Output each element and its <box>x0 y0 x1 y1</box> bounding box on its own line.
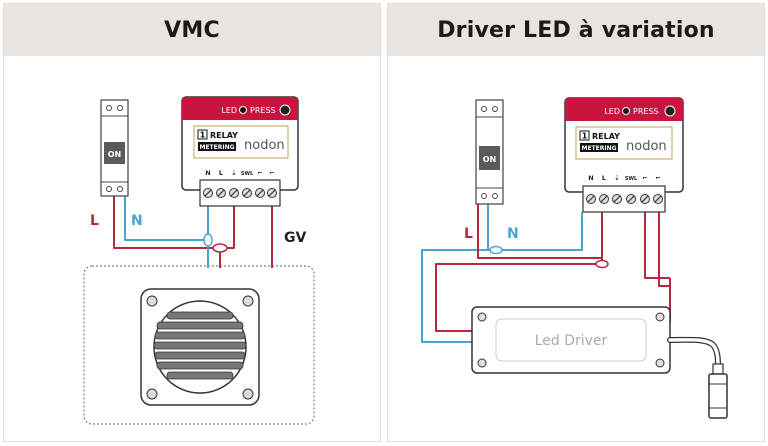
terminal-in-label: ⇣ <box>231 169 236 177</box>
terminal-out1-label: ⌐ <box>257 169 262 177</box>
led-driver-panel: Driver LED à variation L N ON <box>387 3 765 442</box>
terminal-l-label: L <box>219 169 223 177</box>
terminal-n-label: N <box>588 174 593 182</box>
circuit-breaker: ON <box>100 99 129 197</box>
led-driver-panel-header: Driver LED à variation <box>388 4 764 56</box>
live-label: L <box>464 226 473 242</box>
vmc-panel-header: VMC <box>4 4 380 56</box>
relay-module: LED PRESS 1 RELAY METERING nodon N L ⇣ S… <box>564 97 684 213</box>
led-driver: Led Driver <box>471 306 671 374</box>
brand-logo: nodon <box>244 138 285 153</box>
module-press-label: PRESS <box>250 106 276 115</box>
module-led-label: LED <box>221 106 237 115</box>
neutral-wire-driver <box>421 202 489 343</box>
breaker-switch <box>479 146 500 170</box>
terminal-out2-label: ⌐ <box>655 174 660 182</box>
live-junction <box>212 243 228 253</box>
terminal-out1-label: ⌐ <box>642 174 647 182</box>
led-driver-label: Led Driver <box>535 333 608 349</box>
press-button <box>279 104 291 116</box>
live-label: L <box>90 213 99 229</box>
terminal-n-label: N <box>205 169 210 177</box>
neutral-label: N <box>507 226 519 242</box>
relay-label: RELAY <box>210 131 238 140</box>
terminal-l-label: L <box>602 174 606 182</box>
ventilation-fan <box>140 288 260 406</box>
neutral-junction <box>489 245 503 255</box>
led-indicator-icon <box>239 106 247 114</box>
relay-count: 1 <box>582 132 588 141</box>
relay-count: 1 <box>200 131 206 140</box>
neutral-label: N <box>131 213 143 229</box>
relay-module: LED PRESS 1 RELAY METERING nodon N L ⇣ S… <box>181 96 299 207</box>
led-indicator-icon <box>622 107 630 115</box>
live-junction <box>595 259 609 269</box>
vmc-panel-title: VMC <box>164 17 220 43</box>
live-wire <box>113 196 235 249</box>
brand-logo: nodon <box>626 139 667 154</box>
dim-wire-2 <box>658 212 671 322</box>
breaker-on-label: ON <box>483 155 497 164</box>
dc-connector <box>708 363 728 419</box>
fan-label: GV <box>284 230 306 246</box>
module-press-label: PRESS <box>633 107 659 116</box>
led-driver-panel-title: Driver LED à variation <box>437 17 715 43</box>
neutral-wire-module <box>488 212 583 251</box>
terminal-in-label: ⇣ <box>614 174 619 182</box>
terminal-out2-label: ⌐ <box>269 169 274 177</box>
neutral-wire-fan <box>124 196 209 268</box>
vmc-panel: VMC L N GV ON <box>3 3 381 442</box>
relay-label: RELAY <box>592 132 620 141</box>
terminal-block <box>199 179 281 207</box>
led-driver-wiring-diagram: L N ON LED PRESS 1 RELAY MET <box>421 97 728 419</box>
fan-enclosure <box>83 265 315 425</box>
circuit-breaker: ON <box>475 99 504 205</box>
terminal-swl-label: SWL <box>241 171 254 177</box>
terminal-block <box>582 185 666 213</box>
breaker-switch <box>104 142 125 164</box>
press-button <box>664 105 676 117</box>
module-led-label: LED <box>604 107 620 116</box>
terminal-swl-label: SWL <box>625 176 638 182</box>
neutral-junction <box>203 233 213 247</box>
breaker-on-label: ON <box>108 150 122 159</box>
metering-label: METERING <box>199 144 234 151</box>
vmc-wiring-diagram: L N GV ON LED PRESS 1 RELAY <box>83 96 315 425</box>
dim-wire-1 <box>644 212 670 279</box>
metering-label: METERING <box>581 145 616 152</box>
live-wire <box>477 202 603 259</box>
